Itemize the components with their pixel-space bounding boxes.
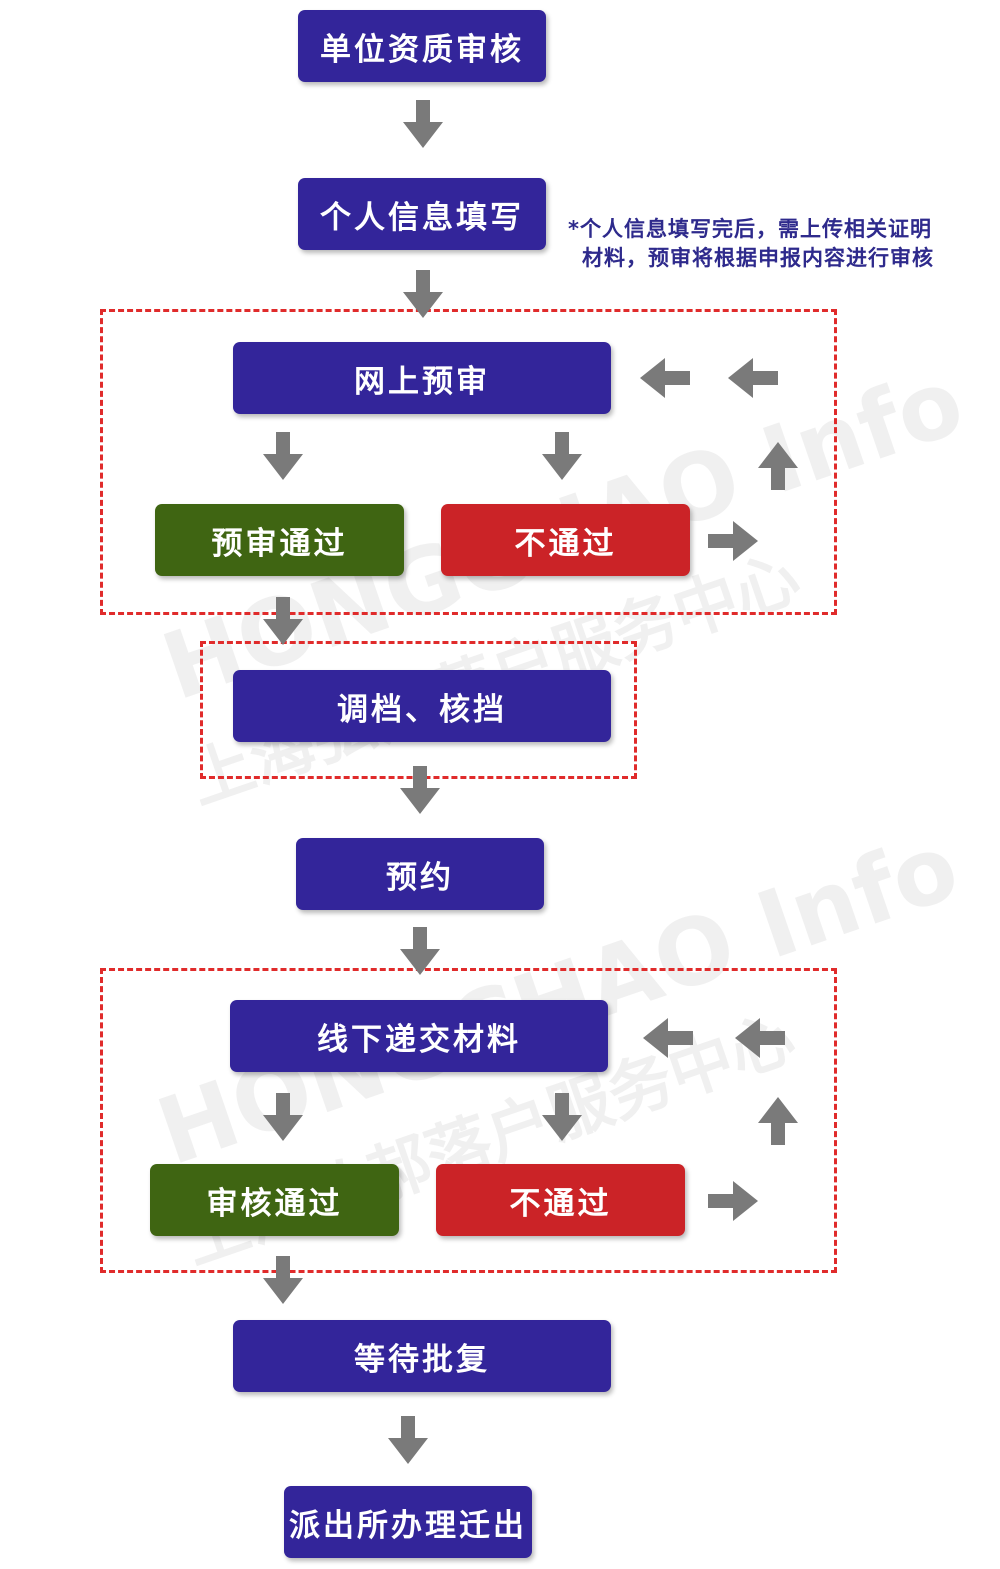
note-line-1: *个人信息填写完后，需上传相关证明 xyxy=(568,217,932,241)
arrow-right-icon xyxy=(708,521,758,561)
step-review-fail: 不通过 xyxy=(436,1164,685,1236)
arrow-down-icon xyxy=(400,927,440,975)
note-line-2: 材料，预审将根据申报内容进行审核 xyxy=(582,246,934,270)
arrow-down-icon xyxy=(542,432,582,480)
arrow-down-icon xyxy=(388,1416,428,1464)
arrow-up-icon xyxy=(758,1097,798,1145)
arrow-right-icon xyxy=(708,1181,758,1221)
step-pre-review-fail: 不通过 xyxy=(441,504,690,576)
step-police-station: 派出所办理迁出 xyxy=(284,1486,532,1558)
arrow-left-icon xyxy=(643,1018,693,1058)
step-pre-review-pass: 预审通过 xyxy=(155,504,404,576)
pre-review-dashed-frame xyxy=(100,309,837,615)
arrow-down-icon xyxy=(542,1093,582,1141)
arrow-down-icon xyxy=(263,1093,303,1141)
step-unit-review: 单位资质审核 xyxy=(298,10,546,82)
step-wait-approval: 等待批复 xyxy=(233,1320,611,1392)
step-review-pass: 审核通过 xyxy=(150,1164,399,1236)
step-appointment: 预约 xyxy=(296,838,544,910)
arrow-down-icon xyxy=(263,432,303,480)
step-transfer-check-files: 调档、核挡 xyxy=(233,670,611,742)
step-online-pre-review: 网上预审 xyxy=(233,342,611,414)
arrow-left-icon xyxy=(735,1018,785,1058)
personal-info-note: *个人信息填写完后，需上传相关证明 材料，预审将根据申报内容进行审核 xyxy=(568,215,988,273)
arrow-left-icon xyxy=(640,358,690,398)
arrow-up-icon xyxy=(758,442,798,490)
arrow-down-icon xyxy=(403,270,443,318)
step-offline-submit: 线下递交材料 xyxy=(230,1000,608,1072)
offline-review-dashed-frame xyxy=(100,968,837,1273)
arrow-down-icon xyxy=(263,1256,303,1304)
arrow-down-icon xyxy=(263,597,303,645)
arrow-down-icon xyxy=(400,766,440,814)
arrow-down-icon xyxy=(403,100,443,148)
step-personal-info: 个人信息填写 xyxy=(298,178,546,250)
arrow-left-icon xyxy=(728,358,778,398)
